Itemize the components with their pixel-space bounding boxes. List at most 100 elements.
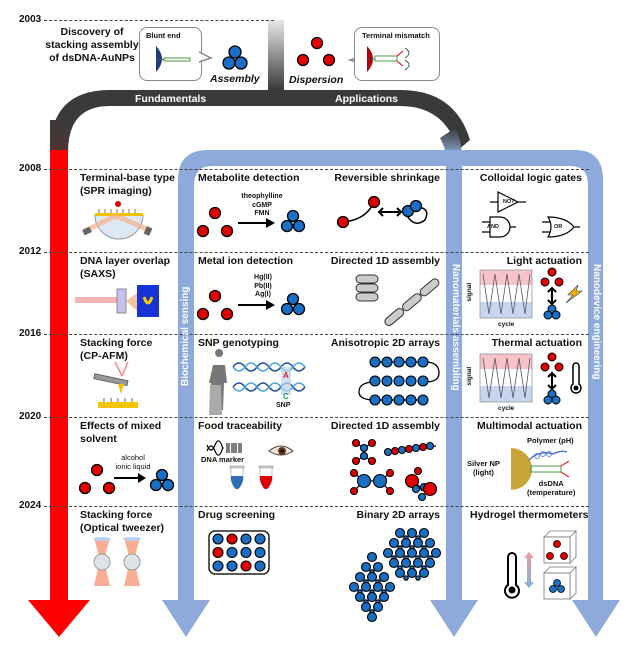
array-particle [405, 375, 417, 387]
note-ionic-liquid: ionic liquid [115, 461, 151, 471]
nanodevice-title-2024: Hydrogel thermometers [470, 509, 589, 521]
nanoparticle [390, 446, 400, 456]
array-particle [418, 527, 430, 539]
nanomaterials-title-2020: Directed 1D assembly [330, 420, 440, 432]
dispersion-particles-icon [296, 36, 336, 67]
fundamentals-title-2020: Effects of mixed solvent [80, 420, 161, 446]
small-particle [415, 575, 421, 581]
nanomaterials-title-2024: Binary 2D arrays [356, 509, 440, 521]
nanoparticle [404, 473, 420, 489]
biochemical-arrowhead [162, 600, 210, 637]
right-arrow-icon [114, 473, 146, 483]
fundamentals-title-2016: Stacking force (CP-AFM) [80, 337, 152, 363]
array-particle [394, 547, 406, 559]
nanomaterials-title-2008: Reversible shrinkage [334, 172, 440, 184]
array-particle [393, 356, 405, 368]
binary-2d-arrays-icon [348, 527, 442, 623]
nanoparticle [367, 456, 377, 466]
light-actuation-particles [540, 267, 583, 320]
array-particle [405, 356, 417, 368]
dsdna-label: dsDNA (temperature) [527, 479, 575, 497]
nanodevice-arrowhead [572, 600, 620, 637]
array-particle [424, 537, 436, 549]
year-2020: 2020 [19, 411, 42, 422]
array-particle [366, 591, 378, 603]
note-fmn: FMN [254, 210, 270, 217]
array-particle [366, 611, 378, 623]
biochemical-title-2024: Drug screening [198, 509, 276, 521]
array-particle [378, 571, 390, 583]
blunt-end-label: Blunt end [146, 31, 181, 40]
gate-or-label: OR [554, 224, 563, 230]
nanoparticle [418, 442, 428, 452]
nanoparticle [349, 468, 359, 478]
divider-2016 [44, 334, 589, 335]
year-2012: 2012 [19, 246, 42, 257]
thermal-actuation-particles [540, 352, 582, 405]
red-tube-icon [258, 465, 274, 490]
array-particle [412, 557, 424, 569]
nanoparticle [425, 441, 435, 451]
assembled-cube [543, 566, 577, 600]
year-2003: 2003 [19, 14, 42, 25]
divider-2003 [44, 20, 274, 21]
array-particle [372, 601, 384, 613]
thermometer-icon [570, 362, 582, 394]
array-particle [424, 557, 436, 569]
divider-2020 [44, 417, 589, 418]
light-plot-ylabel: signal [466, 282, 474, 302]
assembly-cluster-icon [222, 45, 248, 70]
array-particle [360, 581, 372, 593]
reversible-shrinkage-icon [336, 195, 428, 229]
gate-and-label: AND [487, 224, 499, 230]
cp-afm-icon [93, 361, 138, 408]
snp-base-c: C [283, 392, 289, 401]
array-particle [354, 591, 366, 603]
blue-cluster-icon [149, 468, 175, 492]
nanodevice-title-2016: Thermal actuation [491, 337, 582, 349]
polymer-label: Polymer (pH) [527, 436, 574, 445]
title-line: DNA layer overlap [80, 255, 171, 267]
array-particle [384, 581, 396, 593]
small-particle [403, 575, 409, 581]
biochemical-title-2016: SNP genotyping [198, 337, 279, 349]
discovery-line-2: stacking assembly [45, 39, 139, 51]
array-particle [348, 581, 360, 593]
nanoparticle [351, 438, 361, 448]
array-particle [360, 601, 372, 613]
note-cgmp: cGMP [252, 201, 272, 209]
plate-well [212, 533, 224, 545]
fundamentals-label: Fundamentals [135, 93, 207, 105]
plate-well [254, 560, 266, 572]
nanoparticle [404, 444, 414, 454]
array-particle [388, 557, 400, 569]
array-particle [400, 537, 412, 549]
plate-well [254, 546, 266, 559]
biochemical-sensing-label: Biochemical sensing [180, 286, 191, 386]
origin-stem [268, 20, 284, 90]
array-particle [369, 375, 381, 387]
biochemical-title-2012: Metal ion detection [198, 255, 294, 267]
array-particle [418, 547, 430, 559]
up-down-arrow-icon [524, 552, 534, 588]
thermal-signal-plot [479, 353, 533, 403]
array-particle [381, 356, 393, 368]
nanoparticle [383, 447, 393, 457]
title-line: (SAXS) [80, 268, 116, 280]
fundamentals-title-2024: Stacking force (Optical tweezer) [80, 509, 164, 535]
plate-well [240, 533, 252, 545]
nanomaterials-title-2016: Anisotropic 2D arrays [330, 337, 440, 349]
array-particle [369, 356, 381, 368]
snp-label: SNP [276, 402, 291, 409]
note-pb: Pb(II) [254, 282, 272, 290]
nanoparticle [356, 473, 372, 489]
silver-np-line: (light) [473, 467, 494, 477]
red-nps-icon [196, 206, 234, 238]
nanoparticle [367, 438, 377, 448]
title-line: (SPR imaging) [80, 185, 152, 197]
array-particle [418, 567, 430, 579]
hydrogel-thermometer-icon [504, 530, 577, 600]
array-particle [388, 537, 400, 549]
silver-np-label: Silver NP (light) [467, 459, 500, 477]
light-plot-xlabel: cycle [498, 321, 515, 328]
